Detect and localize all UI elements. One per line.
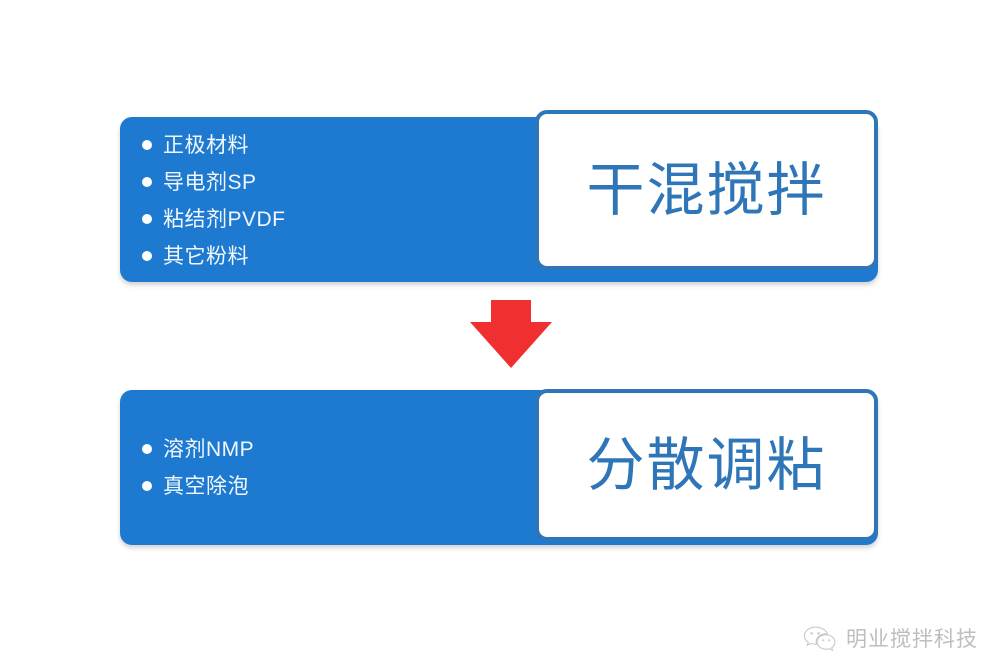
step-1-title: 干混搅拌 [586,156,827,224]
list-item: 正极材料 [142,127,522,164]
watermark-label: 明业搅拌科技 [846,627,978,651]
list-item-label: 正极材料 [163,133,249,157]
step-2-title-card: 分散调粘 [535,389,878,541]
process-step-2: 溶剂NMP 真空除泡 分散调粘 [120,389,878,545]
process-step-1: 正极材料 导电剂SP 粘结剂PVDF 其它粉料 干混搅拌 [120,110,878,282]
list-item-label: 溶剂NMP [163,437,255,461]
list-item-label: 真空除泡 [163,474,249,498]
step-1-title-card: 干混搅拌 [535,110,878,270]
bullet-dot-icon [142,481,152,491]
step-1-bullet-list: 正极材料 导电剂SP 粘结剂PVDF 其它粉料 [142,117,522,282]
bullet-dot-icon [142,177,152,187]
step-2-bullet-list: 溶剂NMP 真空除泡 [142,390,522,545]
bullet-dot-icon [142,214,152,224]
list-item-label: 导电剂SP [163,170,257,194]
list-item: 溶剂NMP [142,431,522,468]
bullet-dot-icon [142,140,152,150]
watermark: 明业搅拌科技 [803,626,978,652]
bullet-dot-icon [142,251,152,261]
list-item-label: 粘结剂PVDF [163,207,286,231]
list-item-label: 其它粉料 [163,244,249,268]
wechat-icon [803,626,837,652]
bullet-dot-icon [142,444,152,454]
step-2-title: 分散调粘 [586,431,827,499]
arrow-down-icon [470,300,552,368]
list-item: 其它粉料 [142,238,522,275]
list-item: 粘结剂PVDF [142,201,522,238]
list-item: 导电剂SP [142,164,522,201]
list-item: 真空除泡 [142,468,522,505]
